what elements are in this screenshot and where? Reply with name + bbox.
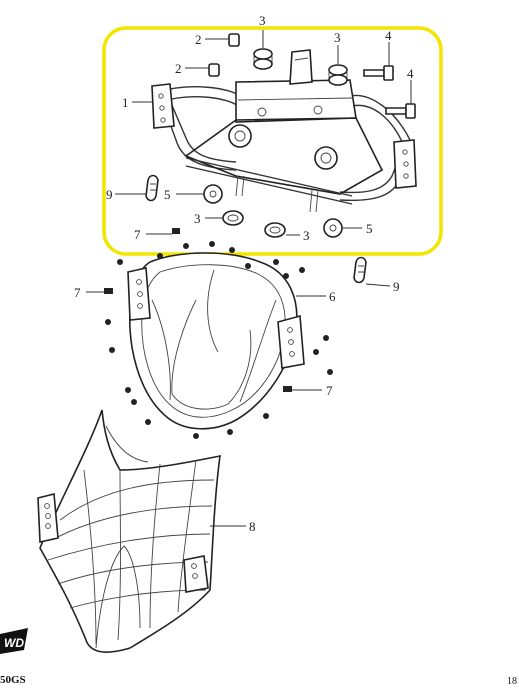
callout-3-left: 3 — [259, 13, 266, 28]
screw-part-7 — [104, 228, 333, 439]
bracket-frame — [151, 49, 417, 213]
inner-fairing-part-6 — [127, 252, 305, 430]
brand-logo-text: WD — [4, 636, 24, 650]
brand-logo: WD — [0, 628, 28, 654]
callout-4-lower: 4 — [407, 66, 414, 81]
windscreen-part-8 — [37, 409, 221, 653]
callout-5-right: 5 — [366, 221, 373, 236]
callout-6: 6 — [329, 289, 336, 304]
bolt-part-4 — [363, 65, 416, 119]
callout-7-left: 7 — [74, 285, 81, 300]
callout-3-right: 3 — [334, 30, 341, 45]
callout-3-bottom: 3 — [303, 228, 310, 243]
callout-8: 8 — [249, 519, 256, 534]
washer-part-5 — [203, 184, 343, 238]
model-name: 50GS — [0, 674, 26, 686]
highlight-frame — [102, 26, 443, 256]
callout-5-left: 5 — [164, 187, 171, 202]
nut-part-2 — [208, 33, 240, 77]
callout-4-top: 4 — [385, 28, 392, 43]
grommet-part-3-lower — [222, 210, 286, 238]
grommet-part-3 — [253, 48, 348, 86]
callout-labels: 1 2 2 3 3 3 3 4 4 5 5 6 7 7 7 8 9 9 — [74, 13, 414, 534]
callout-3-mid: 3 — [194, 211, 201, 226]
callout-1: 1 — [122, 95, 129, 110]
callout-7-right: 7 — [326, 383, 333, 398]
callout-2-lower: 2 — [175, 61, 182, 76]
callout-2-top: 2 — [195, 32, 202, 47]
leader-lines — [86, 30, 412, 527]
callout-9-left: 9 — [106, 187, 113, 202]
page-number: 18 — [507, 676, 517, 687]
clip-part-9 — [145, 174, 367, 284]
callout-9-right: 9 — [393, 279, 400, 294]
callout-7-upper: 7 — [134, 227, 141, 242]
